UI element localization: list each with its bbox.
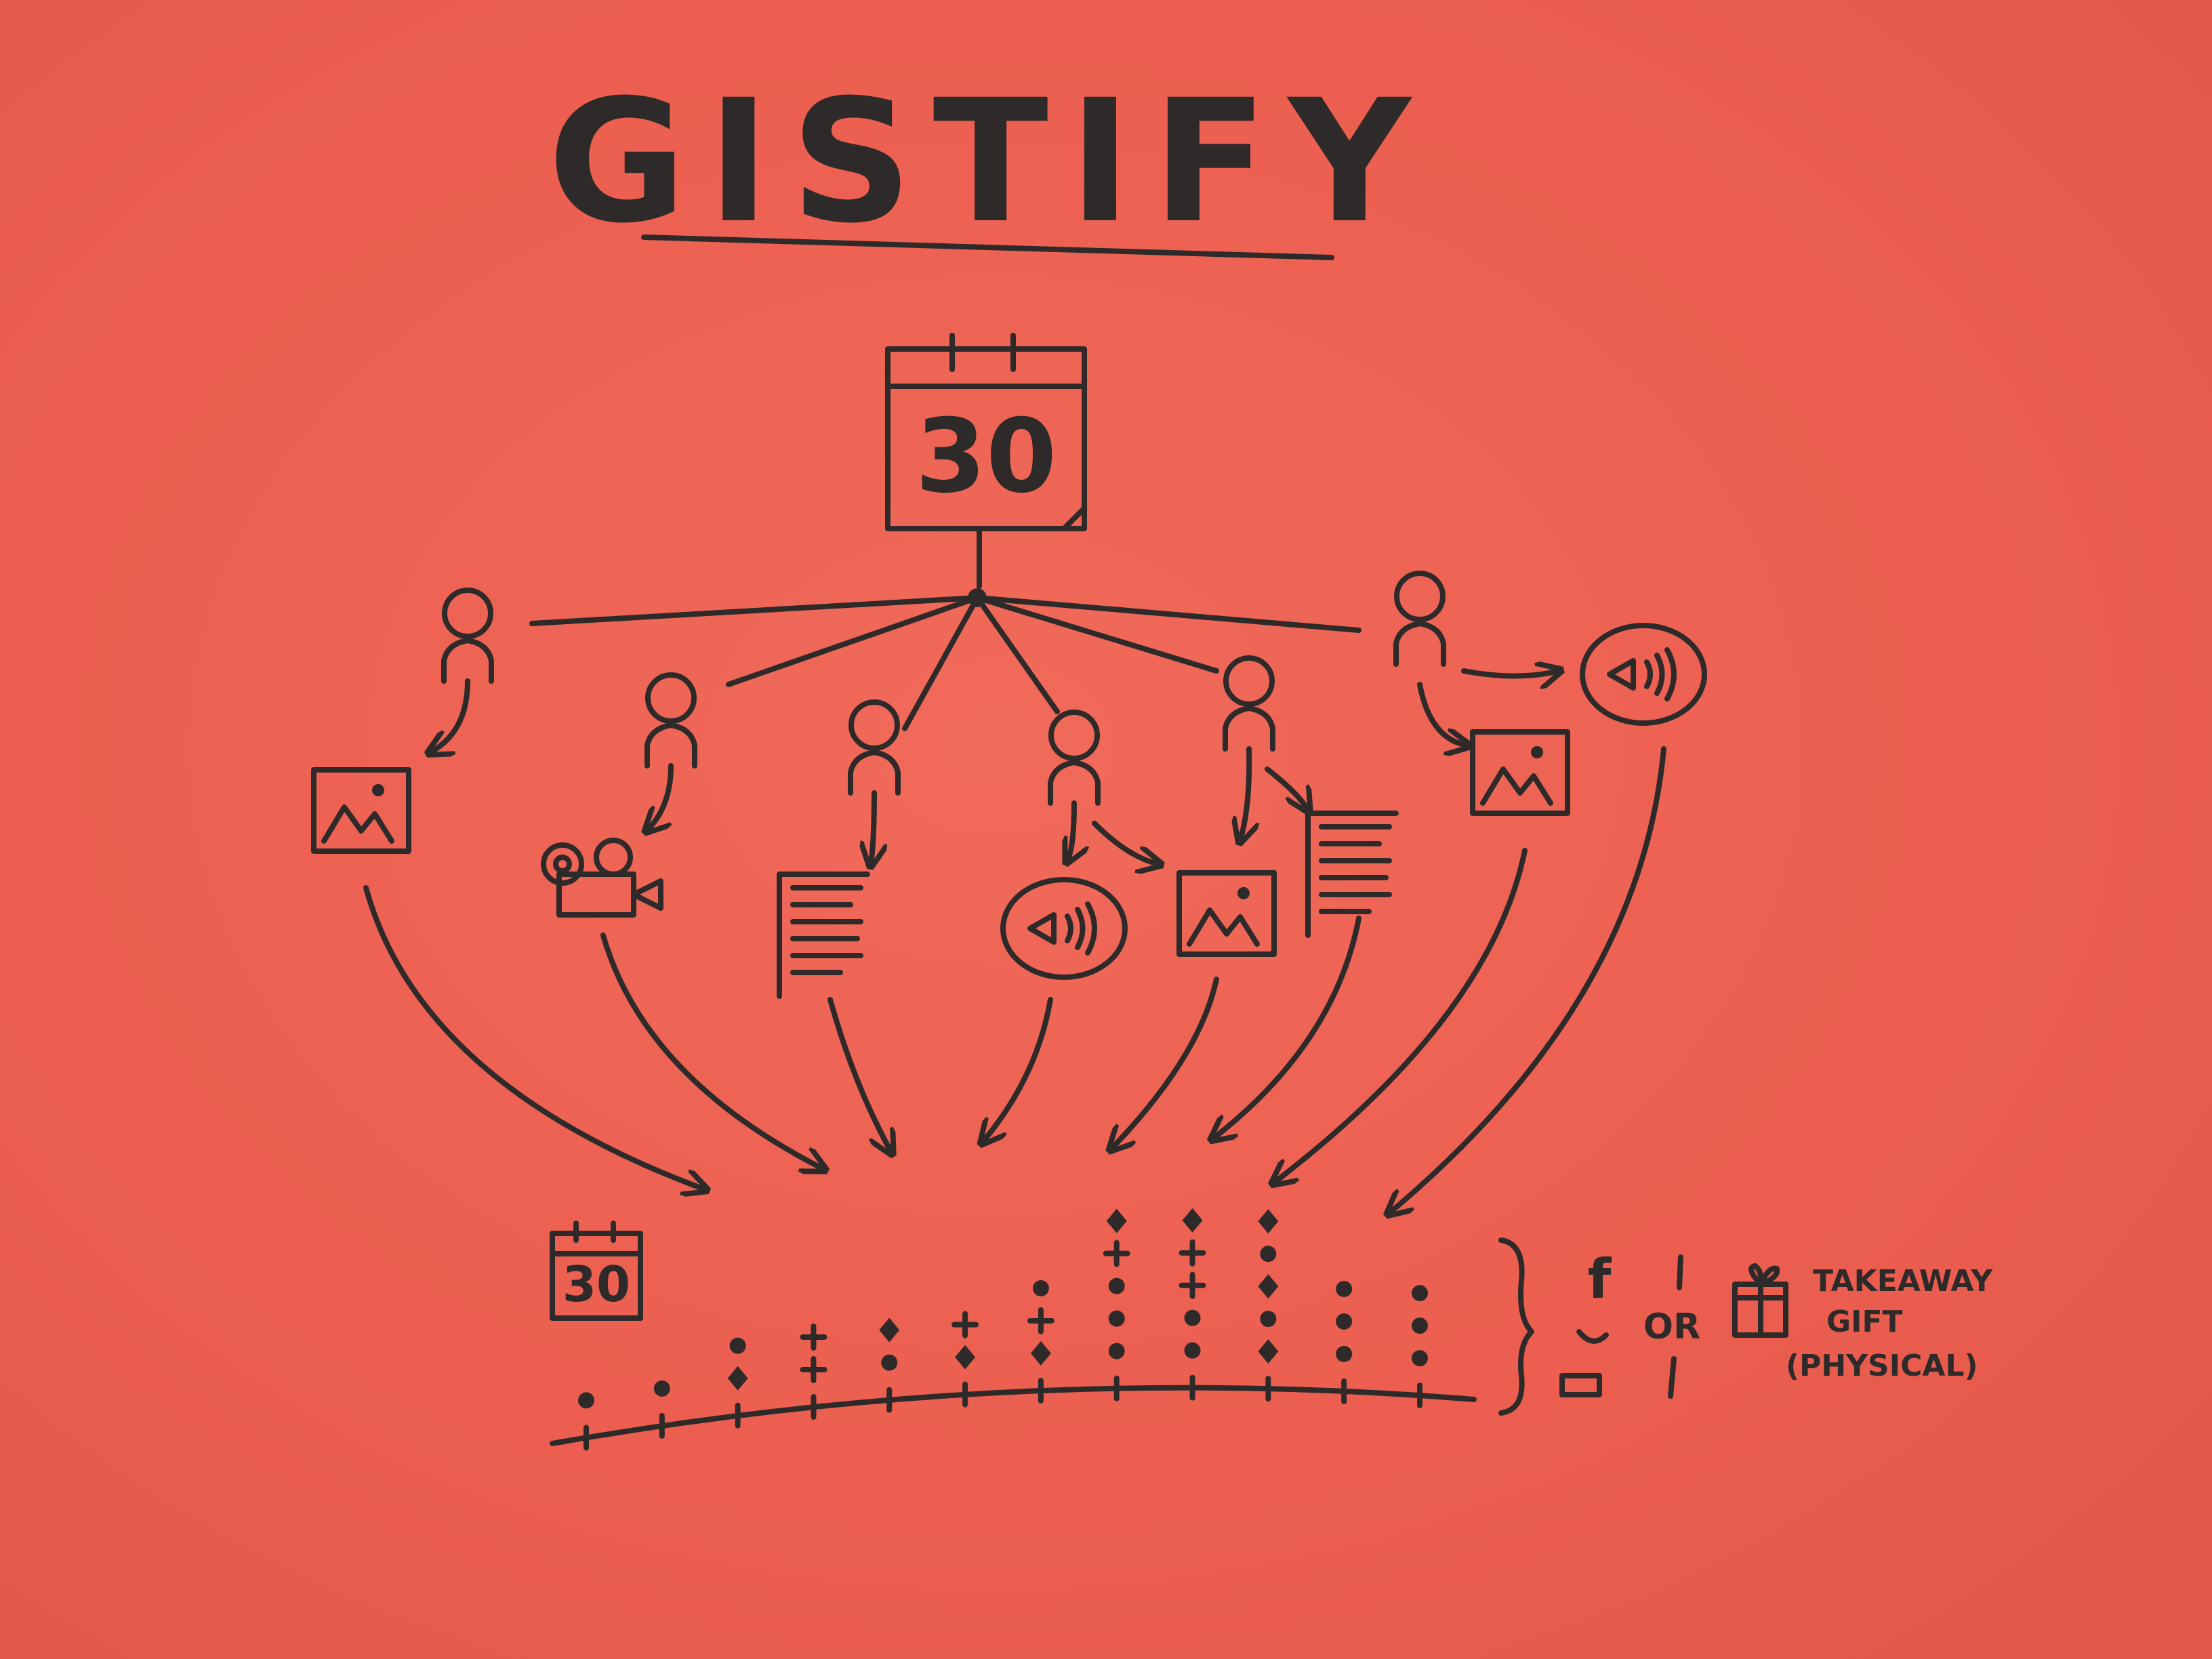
arrow-icon <box>1265 766 1308 810</box>
contributor-2 <box>541 675 695 918</box>
timeline-marker-dot <box>1184 1309 1201 1326</box>
or-label: OR <box>1643 1307 1700 1347</box>
person-icon <box>1050 712 1098 803</box>
hub-spokes <box>529 595 1361 731</box>
image-icon <box>314 770 409 851</box>
gift-label-line3: (PHYSICAL) <box>1786 1349 1978 1383</box>
divider <box>1668 1254 1683 1399</box>
arrow-icon <box>1461 671 1559 676</box>
timeline-marker-plus <box>1103 1240 1130 1267</box>
timeline-markers <box>578 1208 1428 1451</box>
timeline-marker-diamond <box>955 1345 976 1370</box>
timeline-marker-plus <box>1179 1239 1206 1267</box>
contributor-5 <box>1225 658 1396 935</box>
arrow-icon <box>1067 800 1074 861</box>
timeline-marker-diamond <box>1258 1209 1279 1234</box>
bracket <box>1498 1237 1534 1416</box>
person-icon <box>1225 658 1273 749</box>
timeline-marker-dot <box>1108 1277 1125 1294</box>
title-text: GISTIFY <box>548 63 1431 260</box>
timeline-axis <box>550 1385 1477 1446</box>
contributor-1 <box>314 590 491 851</box>
timeline-marker-diamond <box>1030 1340 1051 1366</box>
calendar-icon: 30 <box>885 333 1087 531</box>
timeline-marker-dot <box>1108 1310 1125 1327</box>
timeline-marker-dot <box>1108 1343 1125 1359</box>
gift-label-line2: GIFT <box>1826 1305 1903 1339</box>
person-icon <box>1396 573 1443 664</box>
timeline-marker-dot <box>1032 1279 1049 1296</box>
timeline-marker-dot <box>1412 1350 1428 1367</box>
email-icon <box>1559 1373 1602 1397</box>
person-icon <box>851 702 898 793</box>
arrow-icon <box>1092 821 1159 864</box>
timeline-marker-dot <box>1336 1313 1353 1330</box>
small-calendar-day: 30 <box>562 1256 630 1313</box>
twitter-bird-icon <box>1576 1329 1609 1344</box>
audio-icon <box>1582 626 1704 723</box>
timeline-marker-dot <box>881 1354 898 1371</box>
person-icon <box>647 675 695 766</box>
timeline-marker-dot <box>1336 1345 1353 1362</box>
contributor-3 <box>779 702 898 996</box>
facebook-f-icon: f <box>1588 1248 1612 1311</box>
timeline-marker-dot <box>1412 1285 1428 1302</box>
timeline-marker-dot <box>578 1392 594 1409</box>
arrow-icon <box>1417 682 1467 745</box>
small-calendar-icon: 30 <box>550 1221 643 1321</box>
image-icon <box>1179 873 1274 954</box>
contributor-4 <box>1003 712 1274 977</box>
text-document-icon <box>779 874 867 996</box>
calendar-day: 30 <box>916 398 1057 516</box>
timeline-marker-diamond <box>1258 1339 1279 1364</box>
arrow-icon <box>871 790 874 864</box>
timeline-marker-dot <box>1336 1280 1353 1297</box>
timeline-marker-plus <box>951 1311 979 1338</box>
gift-icon <box>1732 1263 1788 1338</box>
video-camera-icon <box>541 838 663 918</box>
timeline-marker-diamond <box>1258 1274 1279 1299</box>
image-icon <box>1473 732 1568 813</box>
timeline-marker-dot <box>1260 1246 1277 1263</box>
arrow-icon <box>1240 746 1249 840</box>
timeline-marker-plus <box>800 1356 827 1384</box>
text-document-icon <box>1308 813 1396 935</box>
title-underline <box>641 234 1334 260</box>
timeline-marker-dot <box>1184 1342 1201 1359</box>
timeline-marker-dot <box>729 1337 746 1354</box>
contributor-6 <box>1396 573 1704 813</box>
facebook-share: f <box>1559 1248 1612 1397</box>
timeline-marker-diamond <box>727 1366 748 1391</box>
arrow-icon <box>647 763 674 830</box>
timeline-marker-diamond <box>1182 1208 1203 1233</box>
timeline-marker-dot <box>653 1380 670 1397</box>
person-icon <box>444 590 491 681</box>
timeline-marker-dot <box>1412 1317 1428 1334</box>
gift-label-line1: TAKEAWAY <box>1813 1264 1993 1298</box>
audio-icon <box>1003 880 1125 977</box>
timeline-marker-diamond <box>879 1317 900 1343</box>
timeline-marker-diamond <box>1106 1208 1127 1233</box>
arrow-icon <box>430 678 470 752</box>
timeline-marker-plus <box>1179 1271 1206 1299</box>
timeline-marker-plus <box>800 1324 827 1351</box>
timeline-marker-dot <box>1260 1311 1277 1328</box>
timeline-marker-plus <box>1027 1307 1054 1334</box>
converging-arrows <box>363 746 1666 1213</box>
